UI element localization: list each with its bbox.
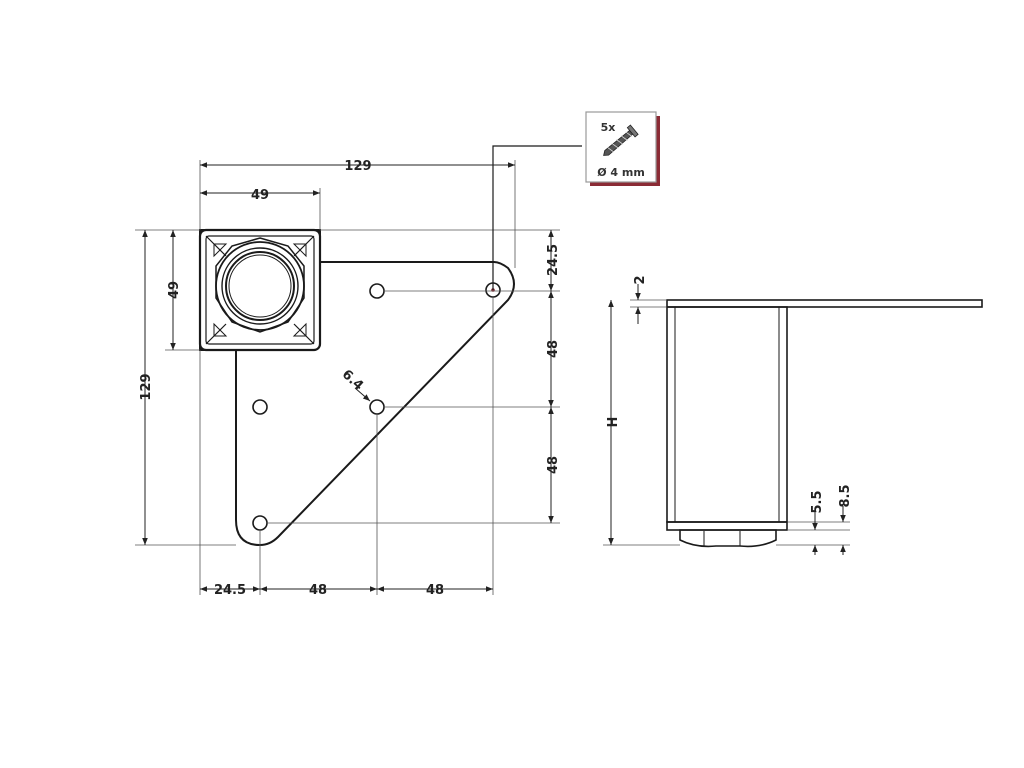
- dim-foot-height-1: 5.5: [810, 490, 825, 513]
- side-base-ring: [666, 521, 788, 531]
- dim-bottom-left: 24.5: [214, 583, 246, 598]
- side-extension-lines: [603, 299, 850, 546]
- dim-top-width-total: 129: [344, 159, 371, 174]
- screw-hole: [369, 399, 385, 415]
- screw-hole: [369, 283, 385, 299]
- side-body: [666, 306, 788, 523]
- screw-quantity: 5x: [601, 121, 616, 134]
- dim-plate-thickness: 2: [633, 275, 648, 284]
- adjuster-nut: [215, 237, 305, 333]
- dim-bottom-mid-1: 48: [309, 583, 327, 598]
- dim-foot-height-2: 8.5: [838, 484, 853, 507]
- dim-bottom-mid-2: 48: [426, 583, 444, 598]
- screw-icon: [603, 124, 639, 156]
- dimension-lines: [142, 162, 554, 592]
- side-plate: [666, 299, 983, 308]
- screw-hole: [252, 515, 268, 531]
- side-foot-nut: [679, 529, 777, 548]
- square-housing: [198, 228, 322, 352]
- dim-hole-diameter: 6.4: [339, 367, 366, 394]
- bracket-plate-outline: [199, 229, 515, 547]
- side-dimension-lines: [608, 284, 846, 555]
- dim-vertical-spacing-1: 48: [546, 340, 561, 358]
- side-view: 2 H 5.5 8.5: [603, 275, 983, 555]
- top-view: 129 49 129 49 24.5 48 48 6.4 24.5 48 48: [135, 145, 582, 598]
- screw-note-leader: [492, 145, 582, 290]
- dim-square-width: 49: [251, 188, 269, 203]
- dim-vertical-spacing-2: 48: [546, 456, 561, 474]
- screw-note-box: 5x Ø 4 mm: [585, 111, 660, 186]
- screw-diameter: Ø 4 mm: [597, 166, 645, 179]
- dim-top-offset: 24.5: [546, 244, 561, 276]
- screw-hole: [252, 399, 268, 415]
- dim-height-h: H: [606, 417, 621, 428]
- dim-square-height: 49: [167, 281, 182, 299]
- dim-total-height: 129: [139, 373, 154, 400]
